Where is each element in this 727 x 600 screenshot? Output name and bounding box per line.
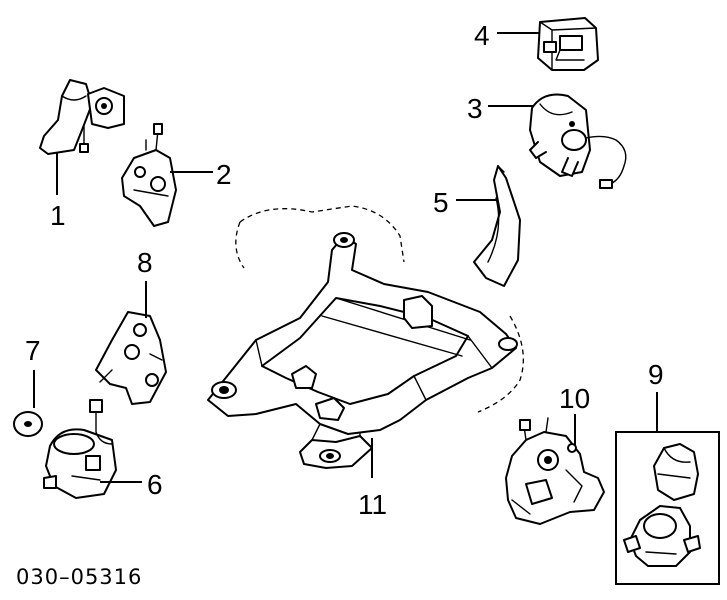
part-5-bracket[interactable] xyxy=(473,165,521,287)
part-8-mount-bracket[interactable] xyxy=(95,311,167,405)
part-9-mount-kit[interactable] xyxy=(615,431,720,585)
callout-6: 6 xyxy=(147,469,163,500)
part-6-engine-mount[interactable] xyxy=(43,399,117,499)
callout-2: 2 xyxy=(216,159,232,190)
callout-5: 5 xyxy=(433,187,449,218)
part-2-mount-bracket[interactable] xyxy=(121,123,177,227)
part-11-front-subframe[interactable] xyxy=(207,205,524,469)
drawing-code: 030–05316 xyxy=(16,565,142,589)
part-7-washer[interactable] xyxy=(13,411,43,437)
callout-8: 8 xyxy=(137,247,153,278)
callout-7: 7 xyxy=(25,335,41,366)
part-3-engine-mount[interactable] xyxy=(529,93,627,189)
callout-4: 4 xyxy=(474,20,490,51)
part-10-mount-assembly[interactable] xyxy=(505,417,605,525)
part-4-engine-mount[interactable] xyxy=(537,17,599,71)
callout-10: 10 xyxy=(559,383,590,414)
callout-1: 1 xyxy=(50,200,66,231)
callout-9: 9 xyxy=(648,359,664,390)
callout-3: 3 xyxy=(467,93,483,124)
callout-11: 11 xyxy=(358,489,387,520)
part-1-engine-mount[interactable] xyxy=(39,79,125,155)
